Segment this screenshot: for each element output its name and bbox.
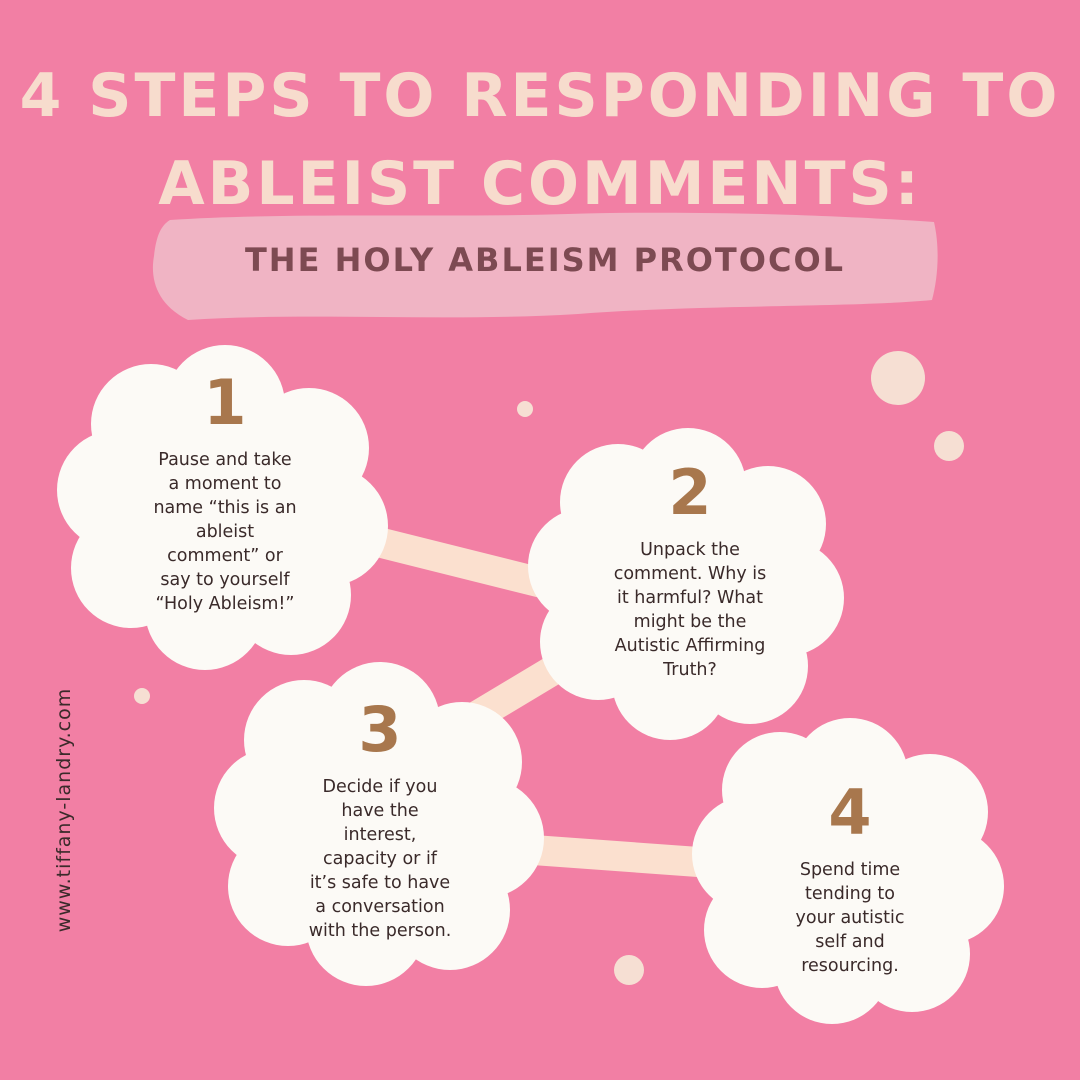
cloud-step-2 [528, 428, 844, 740]
decorative-dot [934, 431, 964, 461]
decorative-dot [134, 688, 150, 704]
main-title: 4 STEPS TO RESPONDING TO ABLEIST COMMENT… [0, 52, 1080, 228]
brush-stroke-highlight [152, 212, 938, 320]
subtitle: THE HOLY ABLEISM PROTOCOL [244, 241, 846, 279]
cloud-step-1 [57, 345, 388, 670]
step-1-number: 1 [203, 366, 247, 439]
step-4-text: Spend time tending to your autistic self… [795, 860, 905, 976]
decorative-dot [614, 955, 644, 985]
step-3: 3 Decide if you have the interest, capac… [285, 695, 475, 943]
step-4-number: 4 [828, 776, 872, 849]
decorative-dot [517, 401, 533, 417]
clouds [57, 345, 1004, 1024]
decorative-dot [871, 351, 925, 405]
cloud-step-3 [214, 662, 544, 986]
step-3-text: Decide if you have the interest, capacit… [308, 777, 452, 941]
website-url-text: www.tiffany-landry.com [53, 687, 75, 933]
step-4: 4 Spend time tending to your autistic se… [760, 778, 940, 978]
step-2: 2 Unpack the comment. Why is it harmful?… [590, 458, 790, 682]
main-title-line-2: ABLEIST COMMENTS: [158, 149, 922, 219]
step-2-number: 2 [668, 456, 712, 529]
step-1-text: Pause and take a moment to name “this is… [153, 450, 297, 614]
step-3-number: 3 [358, 693, 402, 766]
cloud-step-4 [692, 718, 1004, 1024]
main-title-line-1: 4 STEPS TO RESPONDING TO [19, 61, 1061, 131]
step-2-text: Unpack the comment. Why is it harmful? W… [613, 540, 767, 680]
step-1: 1 Pause and take a moment to name “this … [130, 368, 320, 616]
